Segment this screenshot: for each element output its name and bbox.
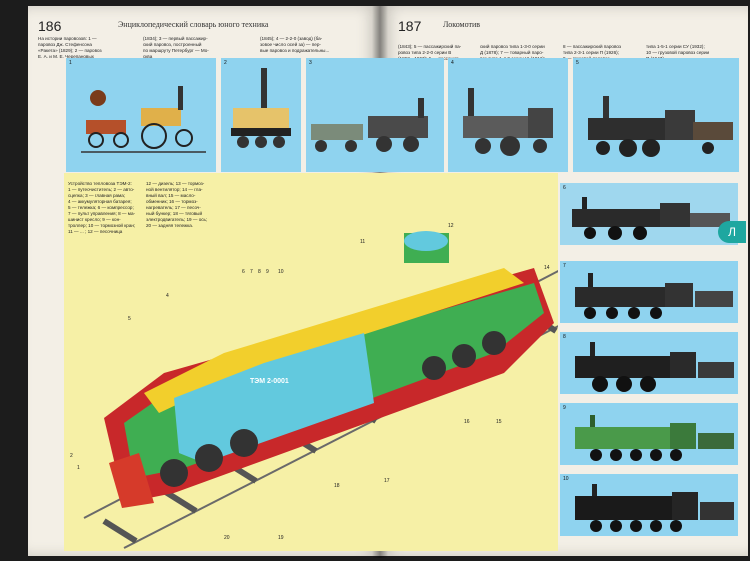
locomotive-6-illustration <box>572 197 730 240</box>
callout-number: 10 <box>278 269 284 275</box>
page-number-right: 187 <box>398 18 422 34</box>
locomotive-9-illustration <box>575 415 734 461</box>
callout-number: 17 <box>384 478 390 484</box>
panel-first-passenger-locomotive: 3 <box>306 58 444 172</box>
panel-locomotive-7: 7 <box>560 261 738 323</box>
callout-number: 14 <box>544 265 550 271</box>
panel-locomotive-6: 6 <box>560 183 738 245</box>
callout-number: 18 <box>334 483 340 489</box>
panel-number: 2 <box>224 60 227 66</box>
locomotive-7-illustration <box>575 273 733 319</box>
diagram-caption-continued: 12 — дизель; 13 — тормоз- ной вентилятор… <box>146 181 208 228</box>
callout-number: 11 <box>360 239 366 245</box>
caption-left-col3: (1845); 4 — 2-2-0 (завод) (ба- зовое чис… <box>260 36 330 53</box>
callout-number: 16 <box>464 419 470 425</box>
section-tab[interactable]: Л <box>718 221 746 243</box>
callout-number: 7 <box>250 269 253 275</box>
panel-number: 10 <box>563 476 569 482</box>
locomotive-2-2-0-illustration <box>463 88 553 156</box>
panel-cherepanov-locomotive: 2 <box>221 58 301 172</box>
running-head-left: Энциклопедический словарь юного техника <box>118 20 269 29</box>
callout-number: 12 <box>448 223 454 229</box>
open-book: 186 Энциклопедический словарь юного техн… <box>28 6 748 558</box>
callout-number: 9 <box>266 269 269 275</box>
panel-number: 3 <box>309 60 312 66</box>
passenger-locomotive-illustration <box>311 98 428 152</box>
callout-number: 1 <box>77 465 80 471</box>
page-number-left: 186 <box>38 18 62 34</box>
rocket-locomotive-illustration <box>81 86 206 153</box>
panel-locomotive-9: 9 <box>560 403 738 465</box>
panel-number: 7 <box>563 263 566 269</box>
locomotive-8-illustration <box>575 342 734 392</box>
locomotive-1-3-0-illustration <box>588 96 733 157</box>
diagram-caption: Устройство тепловоза ТЭМ-2: 1 — путеочис… <box>68 181 136 234</box>
tem2-cutaway-illustration <box>83 231 558 549</box>
running-head-right: Локомотив <box>443 20 481 29</box>
panel-number: 9 <box>563 405 566 411</box>
panel-passenger-locomotive-2-2-0: 4 <box>448 58 568 172</box>
cherepanov-locomotive-illustration <box>231 68 291 148</box>
panel-number: 8 <box>563 334 566 340</box>
callout-number: 8 <box>258 269 261 275</box>
callout-number: 19 <box>278 535 284 541</box>
callout-number: 4 <box>166 293 169 299</box>
callout-number: 2 <box>70 453 73 459</box>
caption-left-col1: На истории паровозов: 1 — паровоз Дж. Ст… <box>38 36 102 59</box>
callout-number: 15 <box>496 419 502 425</box>
panel-number: 1 <box>69 60 72 66</box>
diesel-locomotive-diagram: Устройство тепловоза ТЭМ-2: 1 — путеочис… <box>64 173 558 551</box>
panel-number: 4 <box>451 60 454 66</box>
callout-number: 20 <box>224 535 230 541</box>
callout-number: 5 <box>128 316 131 322</box>
callout-number: 6 <box>242 269 245 275</box>
panel-rocket-locomotive: 1 <box>66 58 216 172</box>
panel-number: 6 <box>563 185 566 191</box>
panel-passenger-locomotive-1-3-0: 5 <box>573 58 739 172</box>
panel-number: 5 <box>576 60 579 66</box>
locomotive-10-illustration <box>575 484 734 532</box>
panel-locomotive-10: 10 <box>560 474 738 536</box>
panel-locomotive-8: 8 <box>560 332 738 394</box>
locomotive-number-plate: ТЭМ 2-0001 <box>250 378 289 385</box>
caption-left-col2: (1834); 3 — первый пассажир- ский парово… <box>143 36 209 59</box>
